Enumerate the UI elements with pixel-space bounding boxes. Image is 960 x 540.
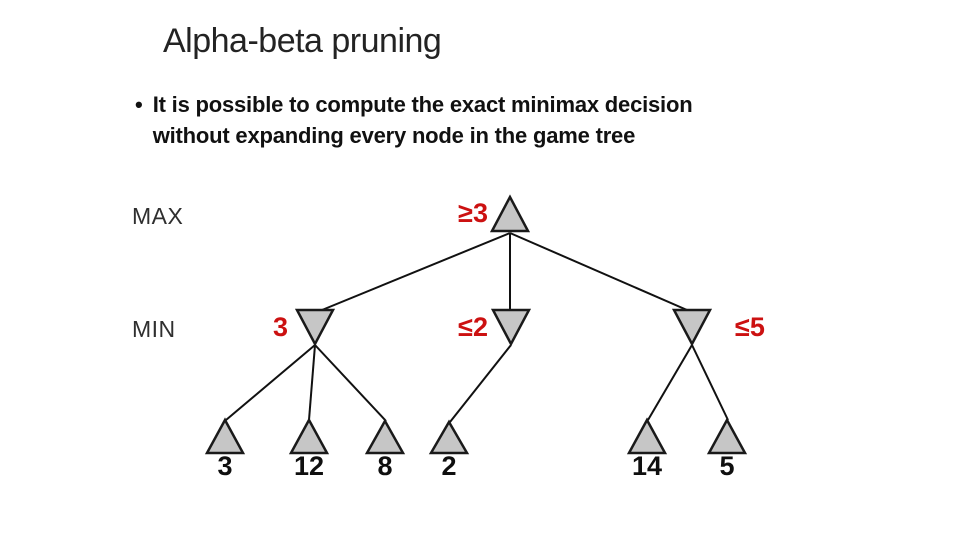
min-node-1-value-label: 3: [272, 312, 288, 342]
min-node-3-bound-label: ≤5: [735, 312, 765, 342]
tree-edge-min1-leaf3: [314, 344, 387, 422]
max-level-label: MAX: [132, 203, 184, 229]
leaf-value-1: 3: [217, 451, 233, 481]
tree-edge-min3-leaf5: [647, 344, 693, 421]
bullet-marker: •: [135, 92, 143, 117]
tree-edge-min1-leaf1: [225, 344, 316, 421]
leaf-node-triangle-5: [626, 417, 668, 455]
tree-edge-root-min1: [321, 232, 511, 311]
leaf-value-6: 5: [719, 451, 735, 481]
tree-edge-min3-leaf6: [691, 344, 729, 421]
min-node-triangle-1: [294, 308, 336, 347]
leaf-node-triangle-3: [364, 418, 406, 455]
tree-edge-min1-leaf2: [308, 344, 316, 421]
min-node-triangle-3: [671, 308, 713, 347]
leaf-value-3: 8: [377, 451, 393, 481]
root-bound-label: ≥3: [458, 198, 488, 228]
bullet-text: It is possible to compute the exact mini…: [153, 89, 693, 151]
min-node-2-bound-label: ≤2: [458, 312, 488, 342]
bullet-text-line-2: without expanding every node in the game…: [152, 123, 636, 148]
min-node-triangle-2: [490, 308, 532, 347]
leaf-node-triangle-4: [428, 419, 470, 455]
tree-edge-root-min3: [509, 232, 688, 311]
leaf-node-triangle-2: [288, 417, 330, 455]
min-level-label: MIN: [132, 316, 176, 342]
leaf-value-2: 12: [293, 451, 325, 481]
bullet-text-line-1: It is possible to compute the exact mini…: [152, 92, 693, 117]
leaf-node-triangle-1: [204, 417, 246, 455]
leaf-value-5: 14: [631, 451, 663, 481]
leaf-node-triangle-6: [706, 417, 748, 455]
tree-edge-min2-leaf4: [449, 344, 512, 423]
slide-title: Alpha-beta pruning: [163, 22, 442, 60]
bullet-item: • It is possible to compute the exact mi…: [135, 89, 693, 151]
max-root-triangle: [489, 194, 531, 233]
leaf-value-4: 2: [441, 451, 457, 481]
